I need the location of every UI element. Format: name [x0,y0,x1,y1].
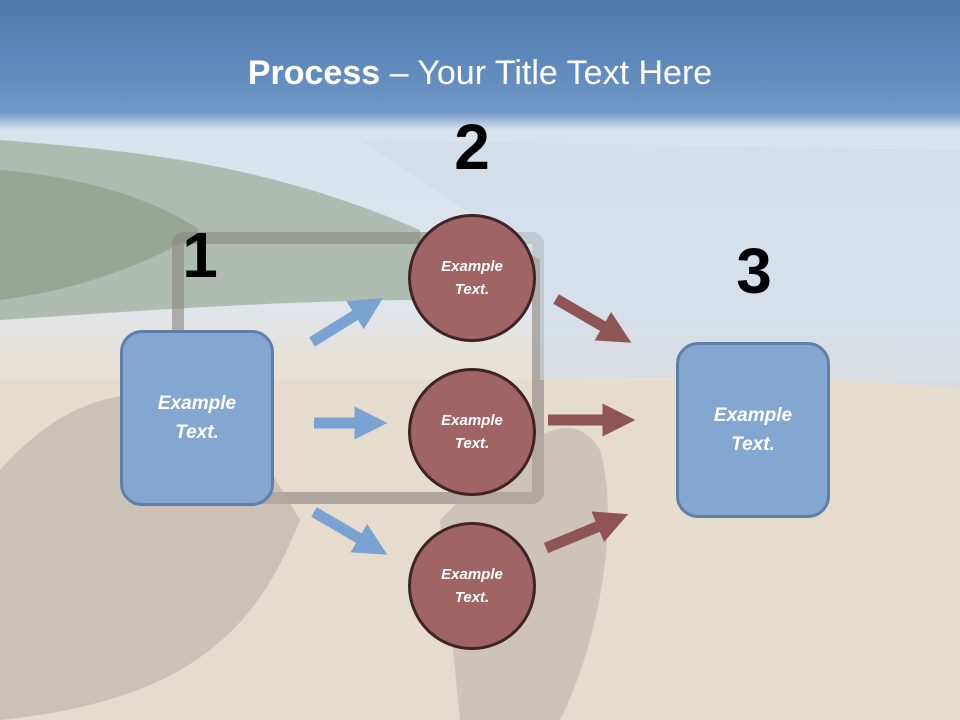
start-box[interactable]: Example Text. [120,330,274,506]
arrow-right-down [543,511,629,554]
circle-step-bottom[interactable]: Example Text. [408,522,536,650]
circle-step-top[interactable]: Example Text. [408,214,536,342]
circle-top-text: Example Text. [441,258,503,298]
title-bold: Process [247,54,381,92]
start-box-text: Example Text. [157,393,237,443]
end-box-text: Example Text. [713,405,793,455]
step-number-2: 2 [454,111,490,183]
circle-bottom-text: Example Text. [441,566,503,606]
end-box[interactable]: Example Text. [676,342,830,518]
title-rest: – Your Title Text Here [380,54,713,92]
circle-middle-text: Example Text. [441,412,503,452]
arrow-left-down [311,507,388,555]
step-number-1: 1 [182,219,218,291]
arrow-right-up [553,294,632,343]
slide-title: Process – Your Title Text Here [0,54,960,93]
step-number-3: 3 [736,235,772,307]
circle-step-middle[interactable]: Example Text. [408,368,536,496]
arrow-left-up [309,297,384,347]
